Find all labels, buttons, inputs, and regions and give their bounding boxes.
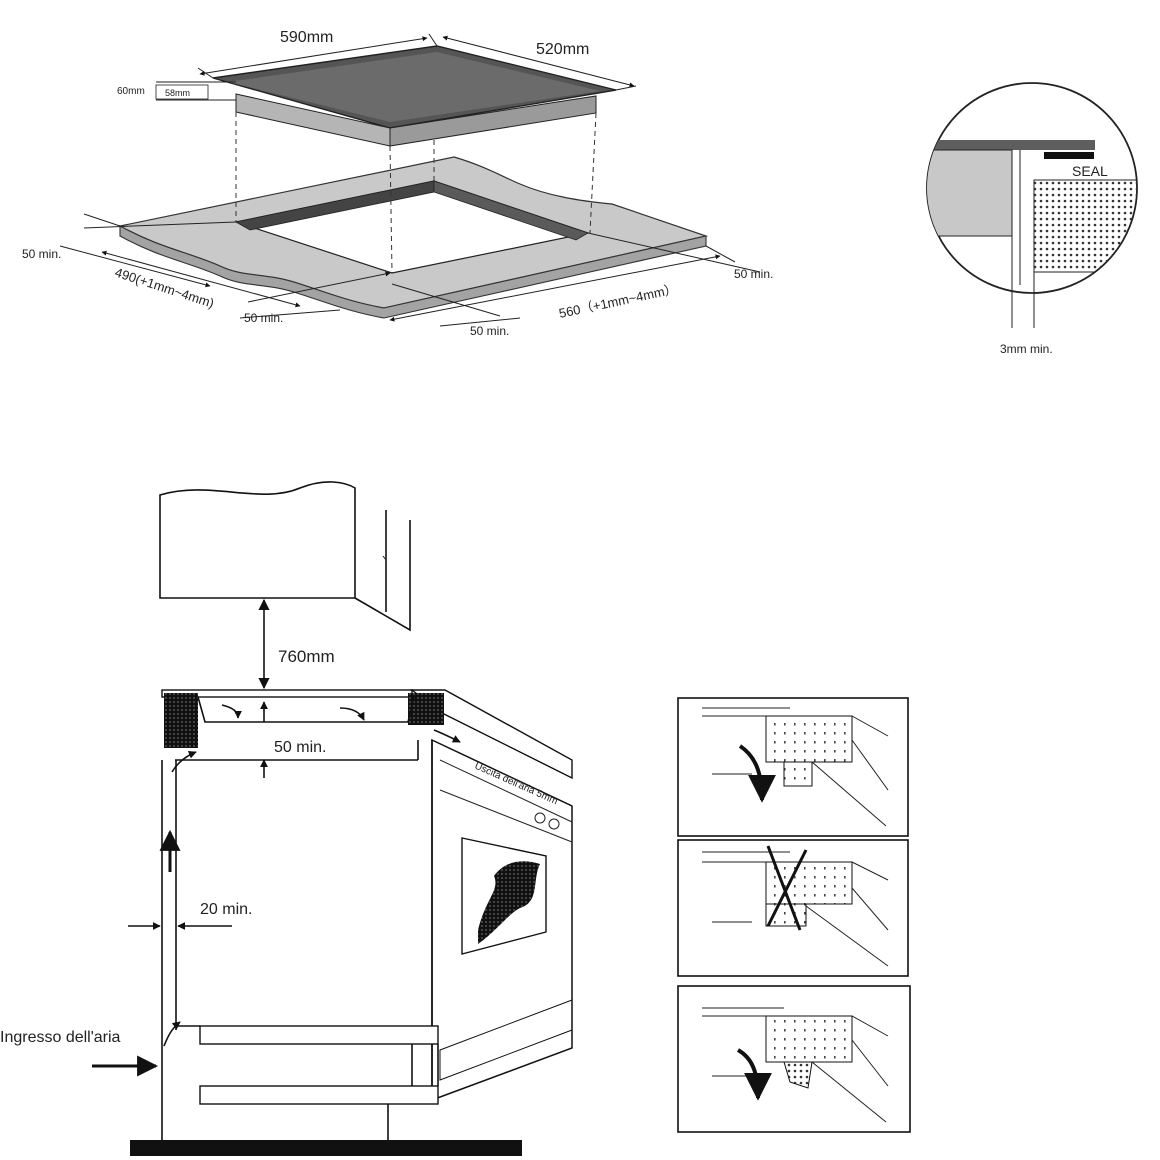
- cutout-width-label: 560（+1mm~4mm）: [558, 281, 679, 321]
- worktop-section: [1033, 179, 1137, 273]
- seal-detail-drawing: SEAL 3mm min.: [926, 82, 1138, 356]
- margin-front-right-label: 50 min.: [470, 324, 509, 338]
- margin-right-label: 50 min.: [734, 267, 773, 281]
- seal-panel-incorrect: [677, 839, 909, 977]
- cutout-depth-label: 490(+1mm~4mm): [113, 265, 216, 311]
- seal-strip: [1044, 152, 1094, 159]
- countertop-cutout-drawing: 590mm 520mm 60mm 58mm 50 min. 490(+1mm~4…: [22, 29, 773, 338]
- clearance-top-label: 760mm: [278, 647, 335, 666]
- wall-cabinet: [159, 481, 356, 599]
- installation-section-drawing: 760mm 50 min. Uscita dell'aria 5mm: [0, 481, 573, 1156]
- seal-label: SEAL: [1072, 163, 1108, 179]
- seal-gap-label: 3mm min.: [1000, 342, 1053, 356]
- side-gap-label: 20 min.: [200, 901, 252, 918]
- margin-left-label: 50 min.: [22, 247, 61, 261]
- hob-width-label: 590mm: [280, 29, 333, 46]
- hob-depth-label: 520mm: [536, 41, 589, 58]
- floor: [130, 1140, 522, 1156]
- insulation-left: [164, 693, 198, 748]
- hob-glass-edge: [927, 140, 1095, 150]
- seal-panel-correct-1: [677, 697, 909, 837]
- seal-placement-panels: [677, 697, 911, 1133]
- margin-front-left-label: 50 min.: [244, 311, 283, 325]
- seal-panel-correct-2: [677, 985, 911, 1133]
- incorrect-mark: [766, 845, 802, 931]
- hob-height-total-label: 60mm: [117, 86, 145, 97]
- hob-body-section: [927, 149, 1013, 237]
- air-inlet-label: Ingresso dell'aria: [0, 1029, 121, 1046]
- clearance-oven-label: 50 min.: [274, 739, 326, 756]
- hob-height-inner-label: 58mm: [165, 88, 190, 98]
